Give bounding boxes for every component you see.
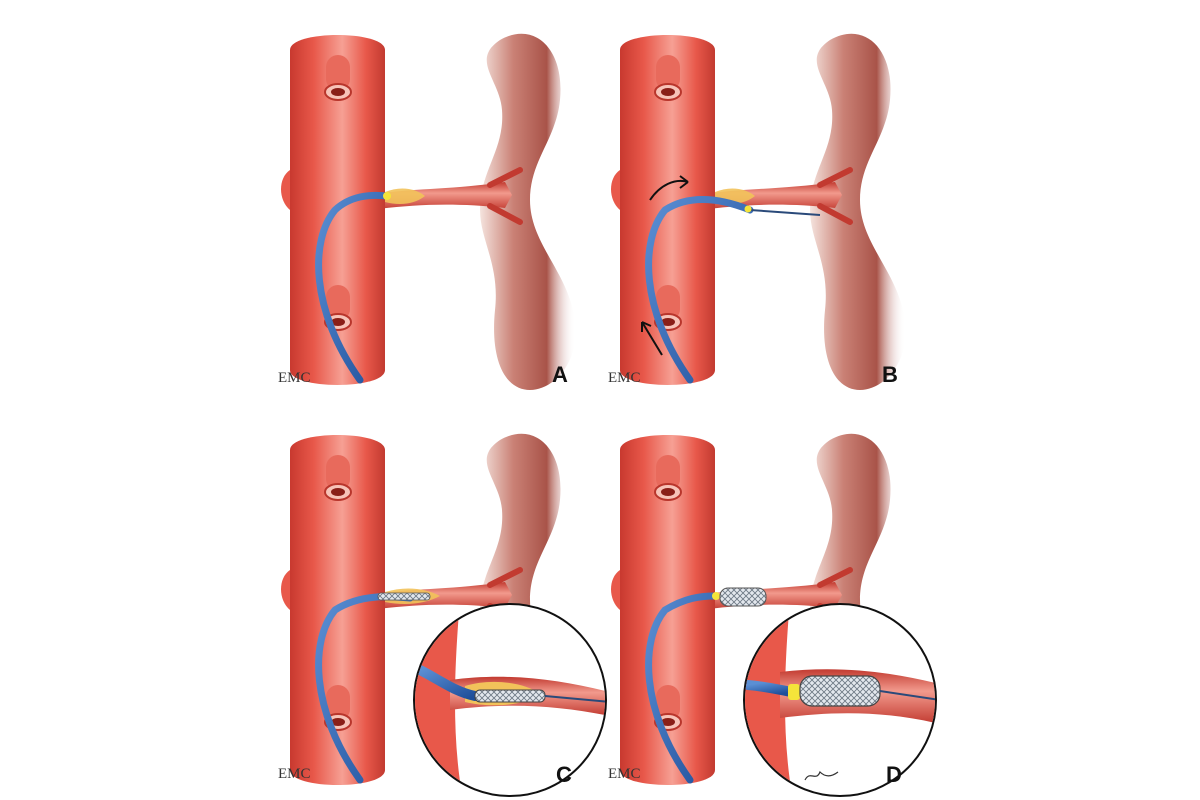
panel-letter: C	[556, 762, 572, 787]
panel-c: EMC C	[278, 434, 607, 797]
panel-b: EMC B	[608, 34, 905, 390]
panel-d: EMC D	[608, 434, 937, 797]
panel-a: EMC A	[278, 34, 575, 390]
catheter-tip-marker	[383, 192, 391, 200]
panel-letter: D	[886, 762, 902, 787]
stent-deployed	[719, 587, 767, 607]
panel-letter: B	[882, 362, 898, 387]
panel-credit: EMC	[608, 766, 641, 782]
catheter-tip-marker	[744, 205, 752, 213]
guidewire	[749, 209, 821, 216]
plaque	[385, 188, 425, 204]
catheter	[645, 592, 719, 784]
magnified-inset	[743, 603, 937, 797]
catheter	[315, 191, 390, 384]
panel-credit: EMC	[278, 370, 311, 386]
panel-credit: EMC	[278, 766, 311, 782]
catheter	[645, 196, 754, 384]
arrow-icon	[649, 175, 689, 201]
arrow-icon	[641, 321, 663, 356]
magnified-inset	[413, 603, 607, 797]
stent-crimped	[377, 592, 431, 601]
catheter-tip-marker	[712, 592, 720, 600]
panel-credit: EMC	[608, 370, 641, 386]
panel-letter: A	[552, 362, 568, 387]
